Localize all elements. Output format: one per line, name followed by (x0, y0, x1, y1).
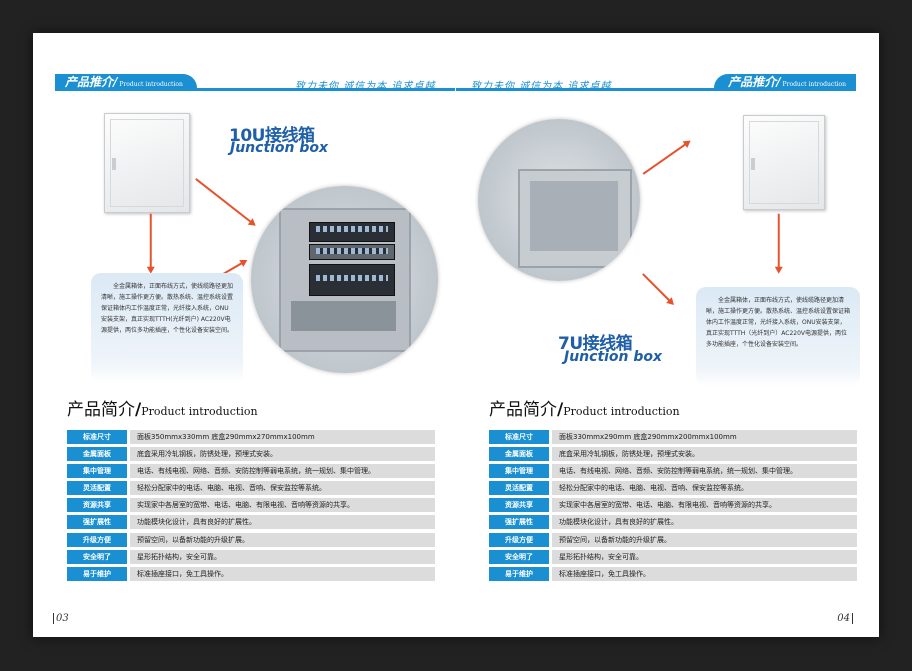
product-title-cn: 7U接线箱 (558, 334, 633, 354)
cabinet-open-image (251, 186, 438, 373)
header-slogan: 致力未你 诚信为本 追求卓越 (471, 81, 612, 92)
brochure-spread: 产品推介/Product introduction 致力未你 诚信为本 追求卓越… (33, 33, 879, 637)
table-row: 标准尺寸面板350mmx330mm 底盒290mmx270mmx100mm (67, 430, 435, 447)
table-row: 灵活配置轻松分配家中的电话、电脑、电视、音响、保安监控等系统。 (67, 481, 435, 498)
table-row: 集中管理电话、有线电视、网络、音频、安防控制等弱电系统，统一规划、集中管理。 (489, 464, 857, 481)
spec-label: 金属面板 (67, 447, 127, 462)
section-title: 产品简介/Product introduction (67, 395, 258, 420)
table-row: 安全明了星形拓扑结构，安全可靠。 (67, 549, 435, 567)
arrow-down (778, 213, 780, 272)
section-title-en: Product introduction (141, 405, 258, 418)
page-right: 致力未你 诚信为本 追求卓越 产品推介/Product introduction… (456, 33, 879, 637)
spec-label: 标准尺寸 (489, 430, 549, 444)
spec-label: 集中管理 (489, 464, 549, 479)
section-title-cn: 产品简介 (489, 400, 557, 420)
header-rule (456, 88, 856, 91)
spec-value: 功能模块化设计，具有良好的扩展性。 (130, 515, 435, 530)
spec-value: 电话、有线电视、网络、音频、安防控制等弱电系统，统一规划、集中管理。 (130, 464, 435, 479)
section-title-slash: / (557, 400, 564, 420)
spec-label: 灵活配置 (67, 481, 127, 496)
spec-value: 实现家中各居室的宽带、电话、电脑、有限电视、音响等资源的共享。 (130, 498, 435, 513)
table-row: 标准尺寸面板330mmx290mm 底盒290mmx200mmx100mm (489, 430, 857, 447)
page-number: 03 (53, 613, 69, 624)
page-number: 04 (837, 613, 853, 624)
spec-label: 集中管理 (67, 464, 127, 479)
spec-table: 标准尺寸面板350mmx330mm 底盒290mmx270mmx100mm 金属… (67, 430, 435, 584)
spec-value: 电话、有线电视、网络、音频、安防控制等弱电系统，统一规划、集中管理。 (552, 464, 857, 479)
description-bubble: 全金属箱体，正面布线方式，使线缆路径更加清晰，施工操作更方便。散热系统、温控系统… (696, 287, 860, 387)
table-row: 资源共享实现家中各居室的宽带、电话、电脑、有限电视、音响等资源的共享。 (67, 498, 435, 515)
spec-value: 星形拓扑结构，安全可靠。 (552, 549, 857, 564)
table-row: 升级方便预留空间，以备新功能的升级扩展。 (67, 532, 435, 550)
spec-label: 易于维护 (489, 566, 549, 581)
spec-label: 标准尺寸 (67, 430, 127, 444)
spec-value: 星形拓扑结构，安全可靠。 (130, 549, 435, 564)
header-rule (55, 88, 455, 91)
spec-label: 升级方便 (67, 532, 127, 547)
header-tab-cn: 产品推介/ (728, 75, 781, 89)
table-row: 易于维护标准插座接口，免工具操作。 (67, 566, 435, 584)
arrow-down (150, 213, 152, 272)
spec-value: 标准插座接口，免工具操作。 (552, 566, 857, 581)
product-title-en: Junction box (230, 140, 329, 156)
description-text: 全金属箱体，正面布线方式，使线缆路径更加清晰，施工操作更方便。散热系统、温控系统… (101, 283, 234, 334)
product-title-cn: 10U接线箱 (229, 126, 315, 146)
section-title-slash: / (135, 400, 142, 420)
arrow-to-circle (195, 178, 255, 225)
header-slogan: 致力未你 诚信为本 追求卓越 (295, 81, 436, 92)
spec-value: 面板350mmx330mm 底盒290mmx270mmx100mm (130, 430, 435, 444)
header-tab: 产品推介/Product introduction (714, 74, 856, 91)
header-tab: 产品推介/Product introduction (55, 74, 197, 91)
spec-value: 底盒采用冷轧钢板，防锈处理，预埋式安装。 (552, 447, 857, 462)
product-title-en: Junction box (564, 349, 663, 365)
section-title-cn: 产品简介 (67, 400, 135, 420)
table-row: 强扩展性功能模块化设计，具有良好的扩展性。 (489, 515, 857, 532)
arrow-to-bubble (642, 273, 674, 304)
table-row: 金属面板底盒采用冷轧钢板，防锈处理，预埋式安装。 (67, 447, 435, 464)
arrow-to-cabinet (642, 141, 690, 175)
table-row: 升级方便预留空间，以备新功能的升级扩展。 (489, 532, 857, 550)
spec-value: 预留空间，以备新功能的升级扩展。 (552, 532, 857, 547)
section-title-en: Product introduction (563, 405, 680, 418)
spec-value: 预留空间，以备新功能的升级扩展。 (130, 532, 435, 547)
spec-label: 安全明了 (489, 549, 549, 564)
spec-value: 轻松分配家中的电话、电脑、电视、音响、保安监控等系统。 (552, 481, 857, 496)
spec-value: 实现家中各居室的宽带、电话、电脑、有限电视、音响等资源的共享。 (552, 498, 857, 513)
spec-label: 易于维护 (67, 566, 127, 581)
description-text: 全金属箱体，正面布线方式，使线缆路径更加清晰，施工操作更方便。散热系统、温控系统… (706, 297, 851, 348)
table-row: 金属面板底盒采用冷轧钢板，防锈处理，预埋式安装。 (489, 447, 857, 464)
spec-value: 功能模块化设计，具有良好的扩展性。 (552, 515, 857, 530)
cabinet-closed-image (104, 113, 190, 213)
table-row: 强扩展性功能模块化设计，具有良好的扩展性。 (67, 515, 435, 532)
header-tab-en: Product introduction (119, 81, 183, 88)
cabinet-closed-image (743, 115, 825, 210)
table-row: 资源共享实现家中各居室的宽带、电话、电脑、有限电视、音响等资源的共享。 (489, 498, 857, 515)
spec-label: 资源共享 (489, 498, 549, 513)
page-left: 产品推介/Product introduction 致力未你 诚信为本 追求卓越… (33, 33, 456, 637)
spec-value: 面板330mmx290mm 底盒290mmx200mmx100mm (552, 430, 857, 444)
table-row: 集中管理电话、有线电视、网络、音频、安防控制等弱电系统，统一规划、集中管理。 (67, 464, 435, 481)
spec-label: 灵活配置 (489, 481, 549, 496)
cabinet-open-image (478, 119, 640, 281)
spec-label: 强扩展性 (67, 515, 127, 530)
header-tab-en: Product introduction (782, 81, 846, 88)
spec-table: 标准尺寸面板330mmx290mm 底盒290mmx200mmx100mm 金属… (489, 430, 857, 584)
spec-label: 金属面板 (489, 447, 549, 462)
spec-value: 轻松分配家中的电话、电脑、电视、音响、保安监控等系统。 (130, 481, 435, 496)
table-row: 易于维护标准插座接口，免工具操作。 (489, 566, 857, 584)
spec-value: 底盒采用冷轧钢板，防锈处理，预埋式安装。 (130, 447, 435, 462)
spec-value: 标准插座接口，免工具操作。 (130, 566, 435, 581)
spec-label: 安全明了 (67, 549, 127, 564)
section-title: 产品简介/Product introduction (489, 395, 680, 420)
table-row: 安全明了星形拓扑结构，安全可靠。 (489, 549, 857, 567)
spec-label: 升级方便 (489, 532, 549, 547)
table-row: 灵活配置轻松分配家中的电话、电脑、电视、音响、保安监控等系统。 (489, 481, 857, 498)
header-tab-cn: 产品推介/ (65, 75, 118, 89)
spec-label: 强扩展性 (489, 515, 549, 530)
description-bubble: 全金属箱体，正面布线方式，使线缆路径更加清晰，施工操作更方便。散热系统、温控系统… (91, 273, 243, 383)
spec-label: 资源共享 (67, 498, 127, 513)
